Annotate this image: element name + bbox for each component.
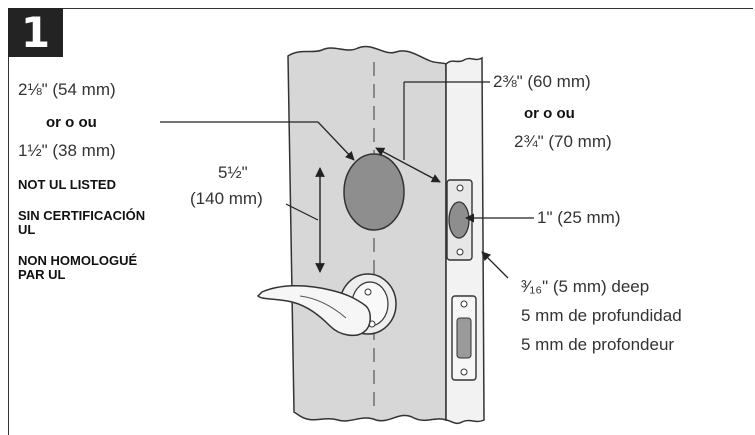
bore-hole bbox=[343, 153, 405, 231]
latch-hole bbox=[448, 201, 470, 239]
height-label-top: 5½" bbox=[218, 163, 248, 182]
or-label-left: or o ou bbox=[46, 114, 97, 131]
latch-hole-label: 1" (25 mm) bbox=[537, 208, 621, 227]
or-label-right: or o ou bbox=[524, 105, 575, 122]
backset-small-label: 2⅛" (54 mm) bbox=[18, 80, 116, 99]
depth-label-es: 5 mm de profundidad bbox=[521, 306, 682, 325]
cert-fr-line1: NON HOMOLOGUÉ bbox=[18, 253, 138, 268]
backset-alt-label: 1½" (38 mm) bbox=[18, 141, 116, 160]
edge-label-top: 2⅜" (60 mm) bbox=[493, 72, 591, 91]
edge-label-bottom: 2¾" (70 mm) bbox=[514, 132, 612, 151]
cert-es-line2: UL bbox=[18, 222, 36, 237]
height-label-bottom: (140 mm) bbox=[190, 189, 263, 208]
lever-handle bbox=[256, 273, 397, 337]
depth-label-en: ³⁄₁₆" (5 mm) deep bbox=[521, 277, 650, 296]
door-face bbox=[287, 45, 447, 422]
depth-label-fr: 5 mm de profondeur bbox=[521, 335, 675, 354]
cert-fr-line2: PAR UL bbox=[18, 267, 66, 282]
step-badge: 1 bbox=[8, 8, 63, 57]
figure-frame bbox=[8, 8, 753, 435]
cert-en: NOT UL LISTED bbox=[18, 177, 116, 192]
cert-es-line1: SIN CERTIFICACIÓN bbox=[18, 208, 146, 223]
